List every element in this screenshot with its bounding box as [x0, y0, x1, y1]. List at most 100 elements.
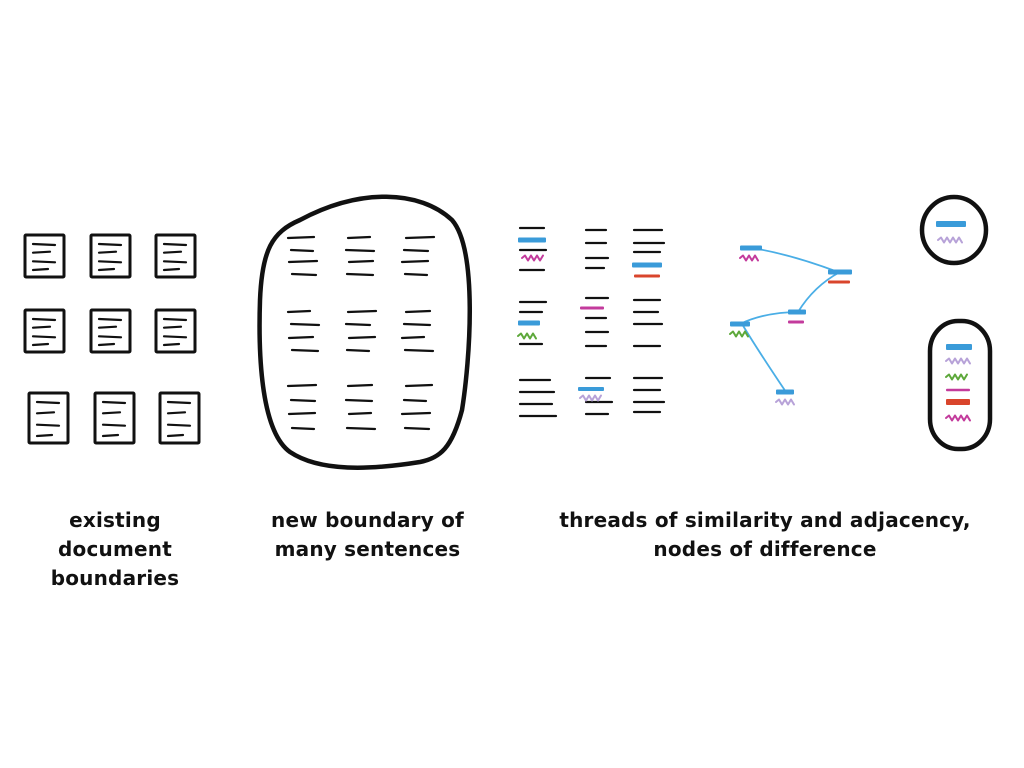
document-grid [23, 233, 201, 445]
caption-line: new boundary of [271, 508, 464, 532]
thread-node [828, 269, 852, 284]
highlight-mark [946, 399, 970, 405]
sentence-line [403, 348, 435, 353]
document-text-line [97, 335, 123, 339]
difference-node-large [927, 318, 993, 452]
squiggle-mark [775, 398, 795, 406]
thread-link [751, 247, 839, 273]
thread-node [788, 309, 806, 324]
sentence-line [344, 248, 376, 253]
document-frame [154, 233, 197, 279]
document-icon [93, 391, 136, 445]
highlight-mark [828, 280, 850, 284]
document-icon [154, 308, 197, 354]
new-boundary-outline [257, 194, 472, 470]
document-text-line [166, 400, 192, 405]
document-text-line [97, 317, 123, 322]
document-frame [154, 308, 197, 354]
sentence-line [289, 398, 317, 403]
caption-line: nodes of difference [653, 537, 877, 561]
thread-node [775, 389, 795, 406]
sentence-line [289, 322, 321, 327]
thread-node [729, 321, 750, 338]
sentence-line [345, 426, 377, 431]
squiggle-mark [945, 373, 968, 381]
sentence-line [287, 411, 317, 416]
sentence-line [404, 235, 436, 240]
highlight-mark [634, 274, 660, 278]
sentence-line [287, 259, 319, 264]
document-text-line [97, 242, 123, 247]
highlight-mark [730, 321, 750, 327]
document-text-line [97, 250, 118, 254]
sentence-line [290, 348, 320, 353]
document-icon [158, 391, 201, 445]
document-text-line [31, 242, 57, 247]
document-frame [93, 391, 136, 445]
sentence-line [402, 322, 432, 327]
document-frame [27, 391, 70, 445]
tagged-sentence-columns [517, 226, 666, 418]
sentence-line [403, 426, 431, 431]
squiggle-mark [945, 357, 971, 365]
document-text-line [101, 423, 127, 427]
sentence-line [347, 335, 377, 340]
document-text-line [31, 335, 57, 339]
document-text-line [162, 342, 181, 347]
thread-graph [729, 245, 852, 406]
squiggle-mark [521, 254, 544, 262]
sentence-line [346, 235, 372, 240]
document-text-line [101, 433, 120, 438]
document-text-line [162, 242, 188, 247]
document-text-line [35, 400, 61, 405]
sentence-line [289, 248, 315, 253]
document-text-line [35, 433, 54, 438]
sentence-line [347, 259, 375, 264]
sentence-line [290, 426, 316, 431]
squiggle-mark [517, 332, 537, 340]
squiggle-mark [739, 254, 759, 262]
document-text-line [162, 317, 188, 322]
document-text-line [97, 325, 118, 329]
document-text-line [166, 433, 185, 438]
document-text-line [162, 325, 183, 329]
sentence-line [286, 383, 318, 388]
sentence-line [402, 248, 430, 253]
difference-nodes [919, 194, 993, 452]
highlight-mark [580, 306, 604, 310]
document-text-line [35, 423, 61, 427]
caption-line: many sentences [274, 537, 461, 561]
highlight-mark [518, 320, 540, 326]
sentence-line [344, 398, 374, 403]
sentence-line [403, 272, 429, 277]
sentence-line [345, 348, 371, 353]
thread-node [739, 245, 762, 262]
document-text-line [31, 260, 57, 264]
caption-existing-document-boundaries: existing document boundaries [15, 506, 215, 593]
squiggle-mark [945, 414, 971, 422]
difference-node-small [919, 194, 989, 266]
squiggle-mark [729, 330, 749, 338]
document-text-line [162, 250, 183, 254]
sentence-line [286, 235, 316, 240]
caption-line: document [58, 537, 172, 561]
document-icon [27, 391, 70, 445]
sentence-line [404, 309, 432, 314]
document-text-line [31, 250, 52, 254]
sentence-line [400, 259, 430, 264]
highlight-mark [632, 262, 662, 268]
thread-link [741, 323, 787, 393]
document-frame [89, 308, 132, 354]
highlight-mark [946, 344, 972, 350]
highlight-mark [578, 387, 604, 391]
sentence-line [400, 335, 426, 340]
caption-line: boundaries [50, 566, 180, 590]
sentence-line [286, 309, 312, 314]
document-text-line [166, 423, 192, 427]
sentence-line [400, 411, 432, 416]
document-text-line [97, 260, 123, 264]
sentence-line [346, 309, 378, 314]
new-boundary-group [257, 194, 472, 470]
cluster-outline [927, 318, 993, 452]
document-text-line [31, 325, 52, 329]
